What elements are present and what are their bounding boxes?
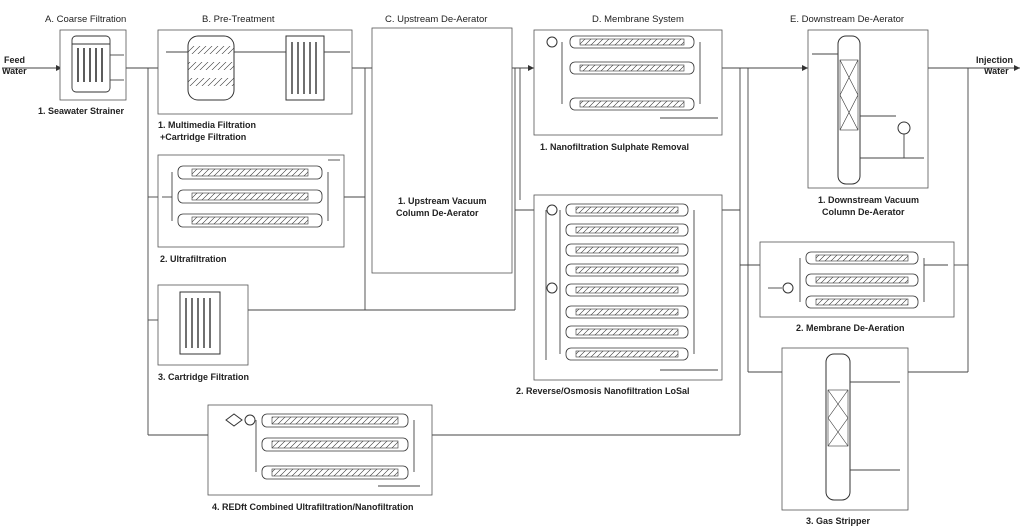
cartridge-filtration-unit — [157, 284, 249, 366]
seawater-strainer-label: 1. Seawater Strainer — [38, 106, 125, 116]
reverse-osmosis-unit — [533, 194, 723, 381]
header-coarse-filtration: A. Coarse Filtration — [45, 14, 126, 25]
cartridge-filtration-label: 3. Cartridge Filtration — [158, 372, 249, 382]
membrane-de-aeration-label: 2. Membrane De-Aeration — [796, 323, 905, 333]
feed-water-label-2: Water — [2, 66, 27, 76]
multimedia-filtration-label-1: 1. Multimedia Filtration — [158, 120, 256, 130]
ultrafiltration-unit — [157, 154, 345, 248]
membrane-de-aeration-unit — [759, 241, 955, 318]
upstream-vacuum-label-1: 1. Upstream Vacuum — [398, 196, 487, 206]
redft-combined-label: 4. REDft Combined Ultrafiltration/Nanofi… — [212, 502, 414, 512]
header-pre-treatment: B. Pre-Treatment — [202, 14, 275, 25]
ultrafiltration-label: 2. Ultrafiltration — [160, 254, 227, 264]
nanofiltration-unit — [533, 29, 723, 136]
injection-water-label-2: Water — [984, 66, 1009, 76]
gas-stripper-label: 3. Gas Stripper — [806, 516, 871, 526]
feed-water-label-1: Feed — [4, 55, 25, 65]
multimedia-filtration-unit — [157, 29, 353, 115]
nanofiltration-label: 1. Nanofiltration Sulphate Removal — [540, 142, 689, 152]
header-upstream-de-aerator: C. Upstream De-Aerator — [385, 14, 487, 25]
header-downstream-de-aerator: E. Downstream De-Aerator — [790, 14, 904, 25]
upstream-vacuum-label-2: Column De-Aerator — [396, 208, 479, 218]
seawater-strainer-unit — [59, 29, 127, 101]
gas-stripper-unit — [781, 347, 909, 511]
redft-combined-unit — [207, 404, 433, 496]
downstream-vacuum-label-2: Column De-Aerator — [822, 207, 905, 217]
downstream-vacuum-column-unit — [807, 29, 929, 189]
injection-water-label-1: Injection — [976, 55, 1013, 65]
reverse-osmosis-label: 2. Reverse/Osmosis Nanofiltration LoSal — [516, 386, 690, 396]
downstream-vacuum-label-1: 1. Downstream Vacuum — [818, 195, 919, 205]
header-membrane-system: D. Membrane System — [592, 14, 684, 25]
multimedia-filtration-label-2: +Cartridge Filtration — [160, 132, 246, 142]
